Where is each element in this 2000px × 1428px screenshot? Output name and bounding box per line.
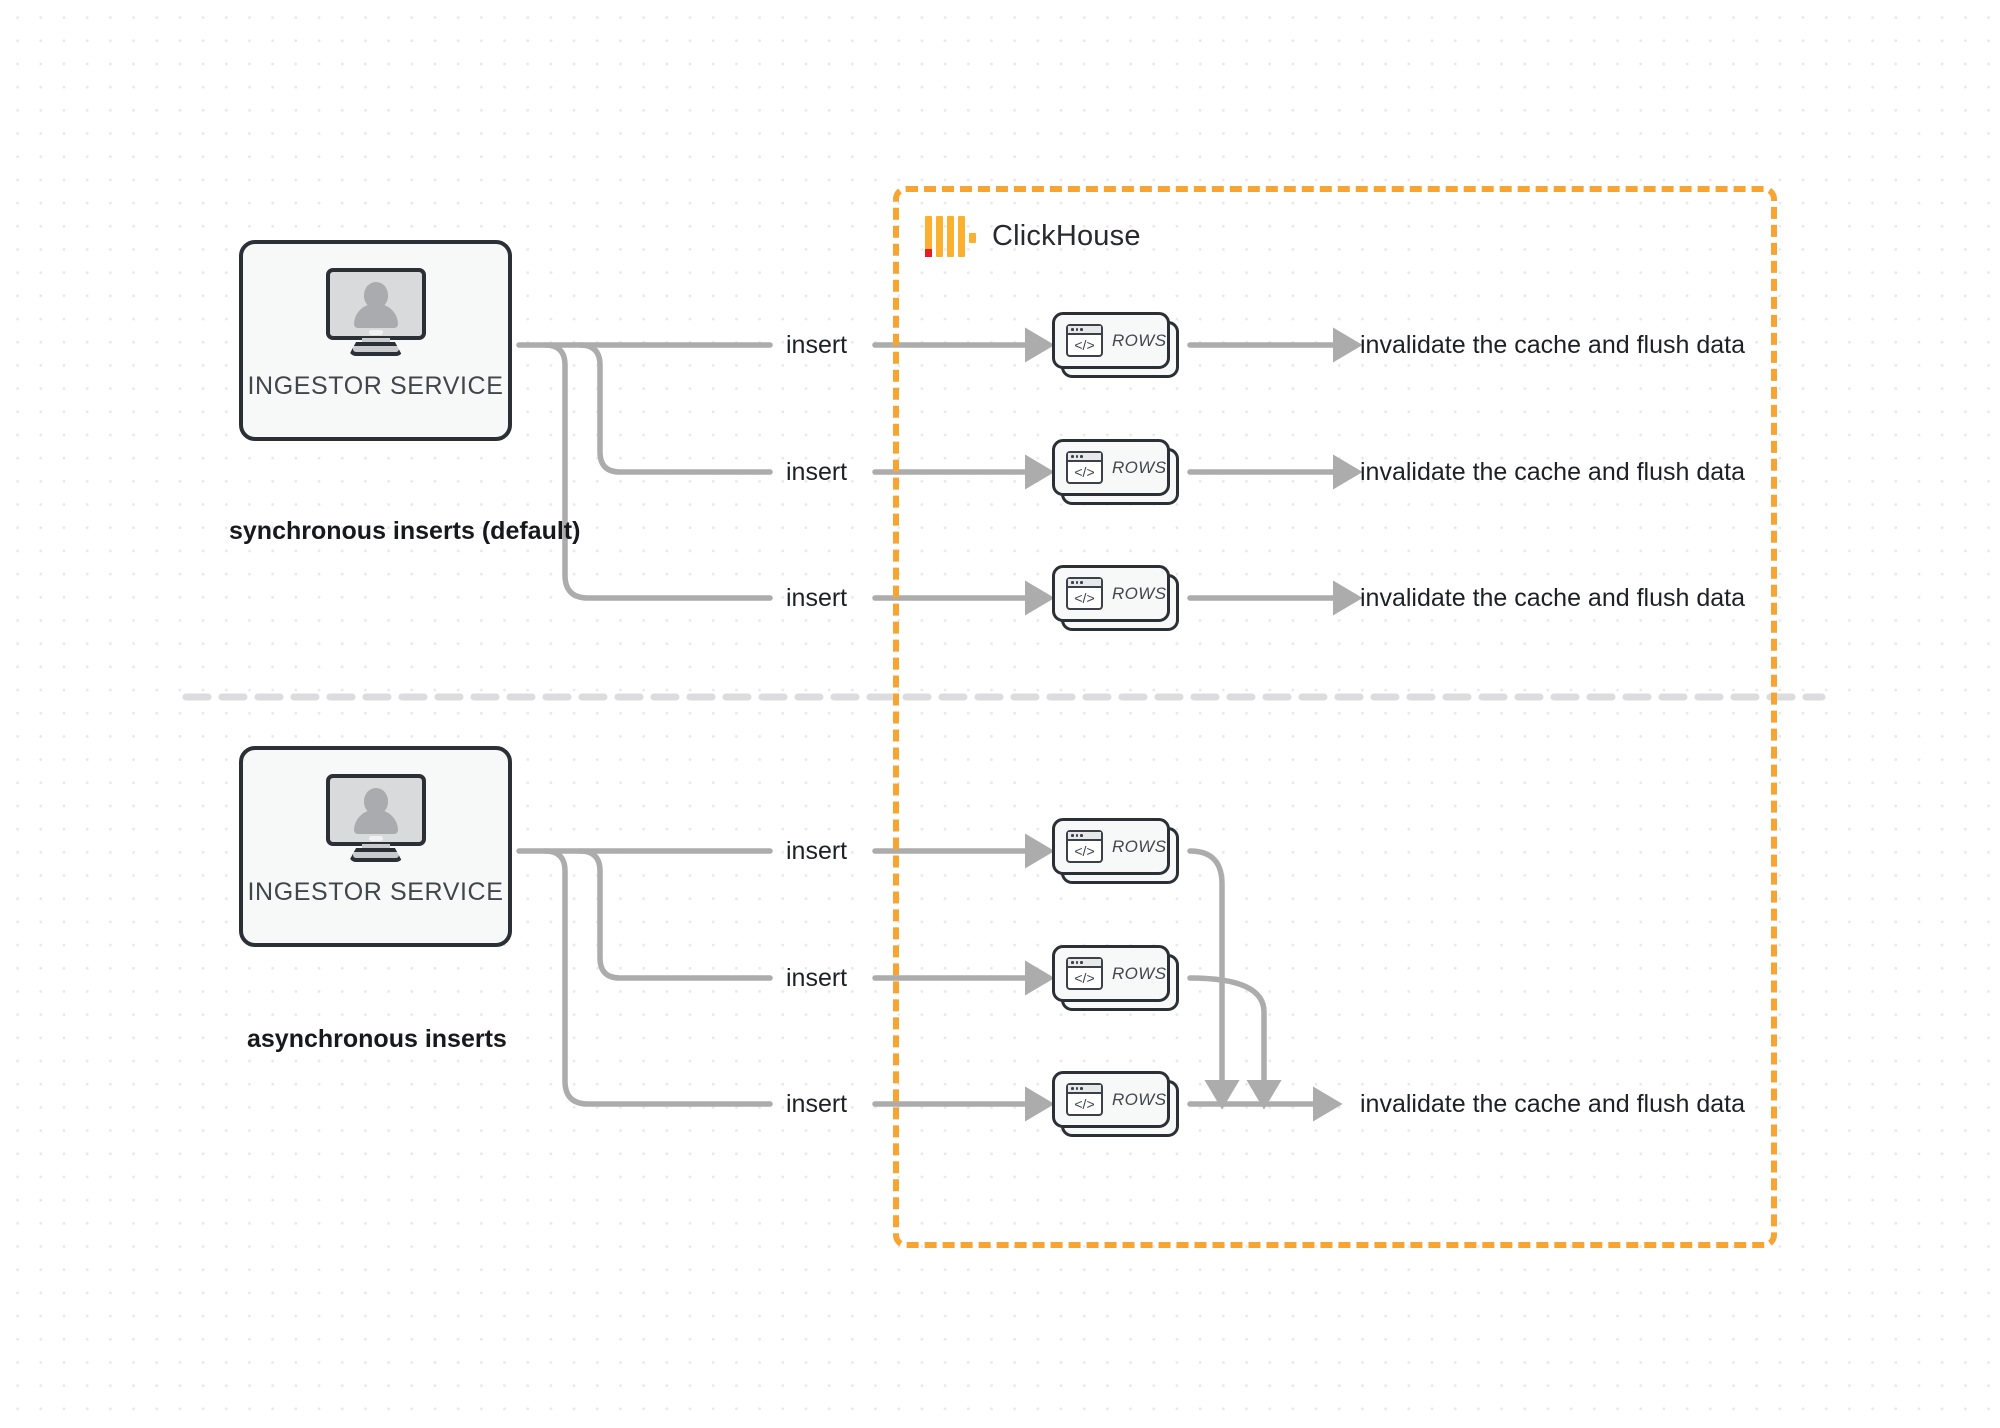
code-window-icon: </> (1066, 957, 1103, 990)
card-face: </> ROWS (1052, 439, 1170, 496)
outcome-label-async: invalidate the cache and flush data (1360, 1090, 1745, 1118)
clickhouse-brand: ClickHouse (925, 216, 1141, 257)
monitor-user-icon (325, 268, 426, 356)
clickhouse-boundary (893, 186, 1777, 1248)
rows-card-label: ROWS (1112, 1089, 1167, 1109)
edge-label-insert-sync-2: insert (786, 458, 848, 486)
rows-card-sync-2[interactable]: </> ROWS (1052, 439, 1179, 505)
code-window-icon: </> (1066, 1083, 1103, 1116)
monitor-user-icon (325, 774, 426, 862)
card-face: </> ROWS (1052, 312, 1170, 369)
edge-label-insert-sync-1: insert (786, 331, 848, 359)
code-window-icon: </> (1066, 830, 1103, 863)
edge-label-insert-async-3: insert (786, 1090, 848, 1118)
rows-card-async-1[interactable]: </> ROWS (1052, 818, 1179, 884)
rows-card-label: ROWS (1112, 457, 1167, 477)
edge-label-insert-async-1: insert (786, 837, 848, 865)
ingestor-service-label: INGESTOR SERVICE (247, 372, 504, 400)
rows-card-label: ROWS (1112, 836, 1167, 856)
ingestor-service-label: INGESTOR SERVICE (247, 878, 504, 906)
outcome-label-sync-3: invalidate the cache and flush data (1360, 584, 1745, 612)
ingestor-service-async[interactable]: INGESTOR SERVICE (239, 746, 512, 947)
clickhouse-label: ClickHouse (992, 220, 1141, 252)
rows-card-label: ROWS (1112, 330, 1167, 350)
ingestor-service-sync[interactable]: INGESTOR SERVICE (239, 240, 512, 441)
rows-card-sync-1[interactable]: </> ROWS (1052, 312, 1179, 378)
card-face: </> ROWS (1052, 818, 1170, 875)
code-window-icon: </> (1066, 324, 1103, 357)
rows-card-async-3[interactable]: </> ROWS (1052, 1071, 1179, 1137)
section-caption-sync: synchronous inserts (default) (229, 517, 581, 545)
rows-card-label: ROWS (1112, 963, 1167, 983)
outcome-label-sync-2: invalidate the cache and flush data (1360, 458, 1745, 486)
section-caption-async: asynchronous inserts (247, 1025, 507, 1053)
edge-label-insert-async-2: insert (786, 964, 848, 992)
rows-card-label: ROWS (1112, 583, 1167, 603)
code-window-icon: </> (1066, 577, 1103, 610)
rows-card-async-2[interactable]: </> ROWS (1052, 945, 1179, 1011)
rows-card-sync-3[interactable]: </> ROWS (1052, 565, 1179, 631)
clickhouse-logo-icon (925, 216, 976, 257)
card-face: </> ROWS (1052, 565, 1170, 622)
edge-label-insert-sync-3: insert (786, 584, 848, 612)
card-face: </> ROWS (1052, 945, 1170, 1002)
code-window-icon: </> (1066, 451, 1103, 484)
outcome-label-sync-1: invalidate the cache and flush data (1360, 331, 1745, 359)
card-face: </> ROWS (1052, 1071, 1170, 1128)
